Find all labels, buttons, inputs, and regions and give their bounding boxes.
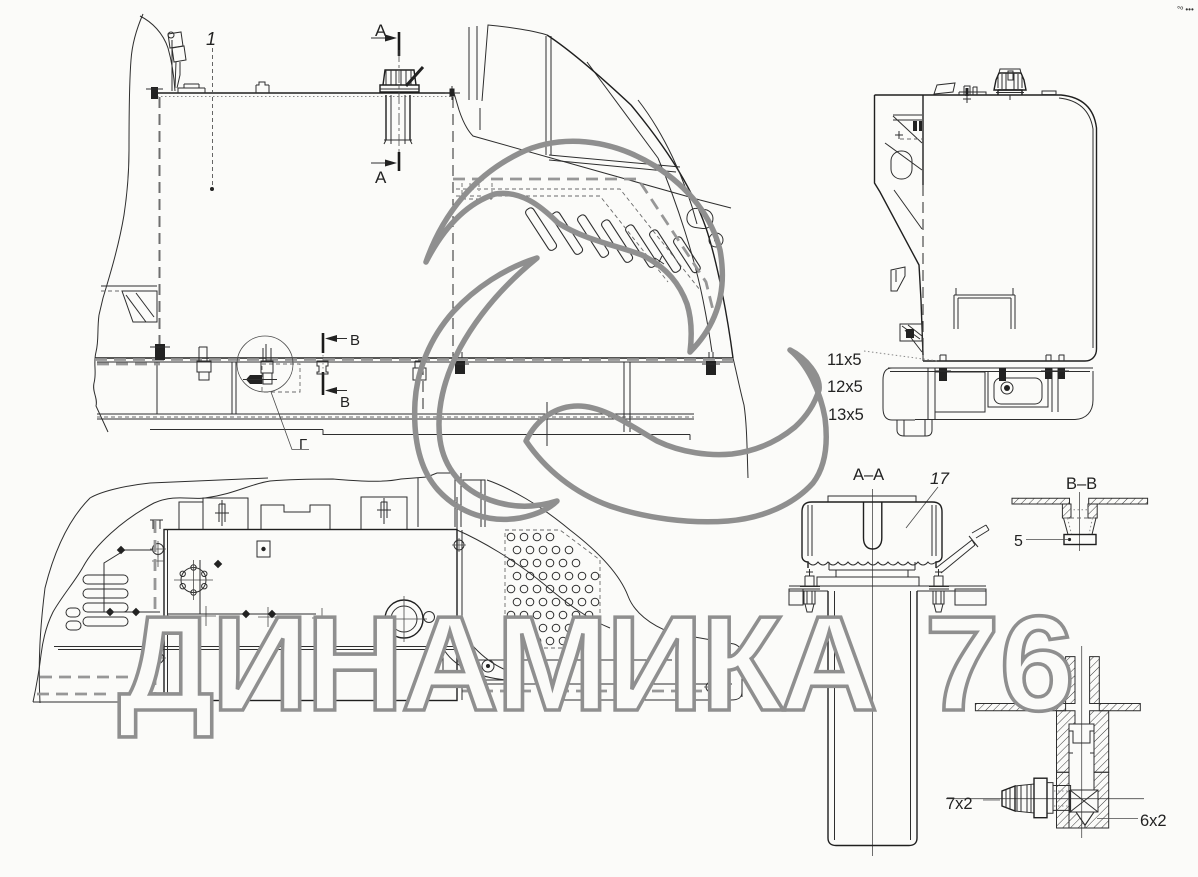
svg-text:°º •••: °º ••• — [1177, 5, 1194, 14]
svg-text:13x5: 13x5 — [828, 406, 864, 424]
svg-text:B–B: B–B — [1066, 475, 1097, 493]
svg-text:A: A — [375, 168, 387, 187]
svg-text:Г: Г — [1032, 615, 1040, 632]
svg-text:B: B — [340, 394, 350, 411]
svg-text:A: A — [375, 21, 387, 40]
svg-text:5: 5 — [1014, 533, 1023, 550]
svg-text:12x5: 12x5 — [827, 378, 863, 396]
svg-text:Г: Г — [299, 436, 307, 453]
svg-text:A–A: A–A — [853, 466, 884, 484]
svg-text:7x2: 7x2 — [946, 795, 973, 813]
svg-text:1: 1 — [206, 29, 216, 49]
svg-text:17: 17 — [930, 469, 949, 488]
svg-text:11x5: 11x5 — [827, 351, 862, 369]
svg-text:B: B — [350, 332, 360, 349]
svg-text:6x2: 6x2 — [1140, 812, 1167, 830]
